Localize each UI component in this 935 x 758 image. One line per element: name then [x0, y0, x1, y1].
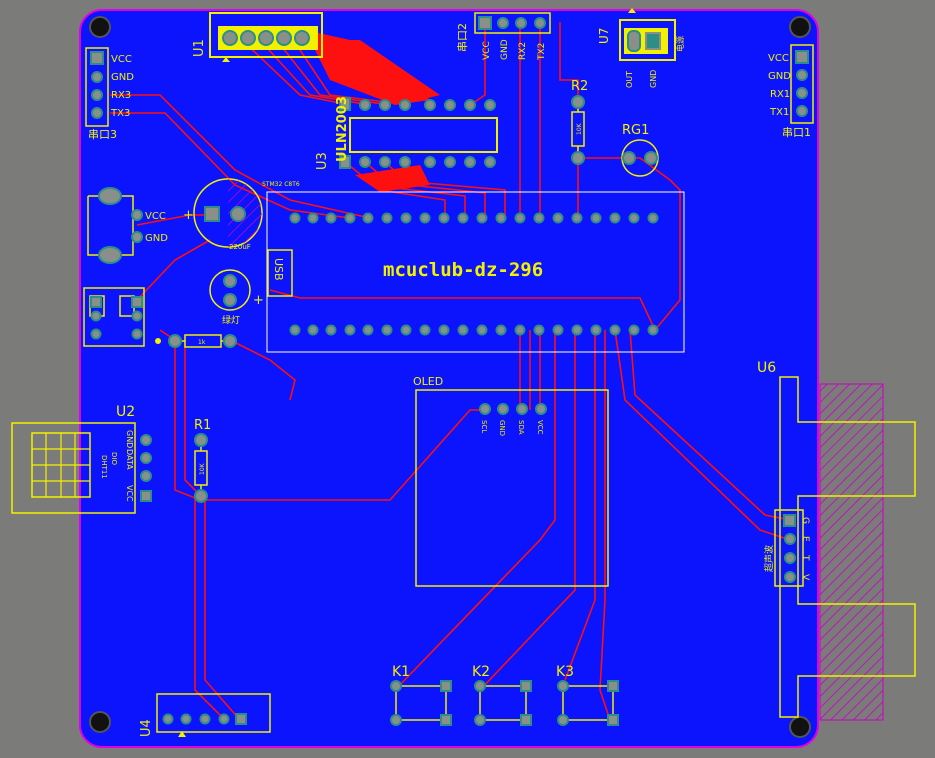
k2-button[interactable]: K2	[472, 664, 532, 726]
power-jack-vcc: VCC	[145, 211, 166, 222]
uart3-pin-3: RX3	[111, 90, 131, 101]
r2-ref: R2	[571, 79, 588, 94]
r1-value: 10K	[199, 462, 206, 475]
u2-pin-dio: DIO	[110, 452, 118, 465]
r2-resistor[interactable]: 10K R2	[571, 79, 588, 165]
uart2-pin-1: VCC	[482, 41, 492, 60]
u6-pin-g: G	[800, 517, 810, 524]
u7-pin-gnd: GND	[649, 70, 658, 88]
led-plus: +	[253, 293, 264, 308]
mcu-silk: STM32 C8T6	[262, 181, 300, 188]
r1-resistor[interactable]: 10K R1	[194, 418, 211, 503]
usb-label: USB	[272, 258, 285, 281]
oled-pin-sda: SDA	[517, 420, 525, 435]
usb-port[interactable]: USB	[267, 249, 293, 297]
uart2-pin-4: TX2	[537, 43, 547, 61]
uart1-pin-3: RX1	[770, 89, 790, 100]
board-title: mcuclub-dz-296	[383, 259, 543, 281]
u7-power-connector[interactable]: U7 电源 OUT GND	[597, 8, 685, 88]
u6-ref: U6	[757, 360, 776, 376]
uart1-pin-2: GND	[768, 71, 791, 82]
u2-module: DHT11	[100, 455, 108, 479]
resistor-1k-value: 1k	[198, 339, 206, 346]
uart2-header[interactable]: VCC GND RX2 TX2 串口2	[456, 12, 551, 61]
k1-ref: K1	[392, 664, 410, 680]
oled-label: OLED	[413, 375, 443, 388]
u2-dht11[interactable]: GND DATA DIO VCC DHT11 U2	[11, 404, 152, 514]
uart3-header[interactable]: VCC GND RX3 TX3 串口3	[85, 47, 134, 141]
capacitor-plus: +	[183, 208, 194, 223]
resistor-1k[interactable]: 1k	[155, 334, 237, 348]
uart3-pin-2: GND	[111, 72, 134, 83]
uart2-pin-2: GND	[500, 39, 510, 60]
uart1-pin-4: TX1	[769, 107, 789, 118]
k1-button[interactable]: K1	[390, 664, 452, 726]
uart1-pin-1: VCC	[768, 53, 789, 64]
r2-value: 10K	[576, 122, 583, 135]
u3-ref: U3	[315, 152, 330, 170]
board-outline	[79, 9, 819, 748]
u1-connector[interactable]: U1	[192, 12, 323, 62]
u1-ref: U1	[192, 39, 207, 57]
uart3-label: 串口3	[88, 128, 117, 141]
mounting-holes	[89, 16, 811, 738]
electrolytic-capacitor[interactable]: + 220uF	[183, 178, 263, 251]
u3-uln2003[interactable]: ULN2003 U3	[315, 96, 498, 170]
rg1-photoresistor[interactable]: RG1	[621, 123, 659, 177]
capacitor-value: 220uF	[229, 243, 251, 251]
led-label: 绿灯	[222, 314, 240, 326]
uart1-header[interactable]: VCC GND RX1 TX1 串口1	[768, 44, 814, 139]
power-switch[interactable]	[83, 287, 145, 347]
power-jack-gnd: GND	[145, 233, 168, 244]
u6-pin-v: V	[800, 574, 810, 581]
uart3-pin-1: VCC	[111, 54, 132, 65]
u2-pin-vcc: VCC	[125, 485, 134, 502]
uart2-label: 串口2	[456, 23, 469, 52]
k3-ref: K3	[556, 664, 574, 680]
oled-pin-gnd: GND	[498, 420, 506, 436]
k2-ref: K2	[472, 664, 490, 680]
oled-pin-vcc: VCC	[536, 420, 544, 435]
u4-connector[interactable]: U4	[139, 693, 271, 737]
power-jack[interactable]: VCC GND	[87, 187, 168, 264]
uart1-label: 串口1	[782, 126, 811, 139]
u6-pin-t: T	[800, 554, 810, 561]
uart2-pin-3: RX2	[518, 42, 528, 60]
u7-ref: U7	[597, 28, 611, 44]
u7-pin-out: OUT	[625, 71, 634, 88]
mcu-module[interactable]: STM32 C8T6 mcuclub-dz-296	[262, 181, 685, 353]
uart3-pin-4: TX3	[110, 108, 130, 119]
u6-ultrasonic[interactable]: G E T V 超声波 U6	[757, 360, 916, 721]
rg1-ref: RG1	[622, 123, 649, 138]
u6-label: 超声波	[763, 545, 775, 572]
u3-part: ULN2003	[335, 96, 350, 162]
u7-label: 电源	[675, 36, 685, 52]
u4-ref: U4	[139, 719, 154, 737]
u6-pin-e: E	[800, 536, 810, 542]
r1-ref: R1	[194, 418, 211, 433]
oled-pin-scl: SCL	[480, 420, 488, 433]
u2-pin-data: DATA	[125, 449, 134, 470]
oled-display[interactable]: SCL GND SDA VCC OLED	[413, 375, 609, 587]
u2-ref: U2	[116, 404, 135, 420]
k3-button[interactable]: K3	[556, 664, 619, 726]
green-led[interactable]: + 绿灯	[209, 269, 264, 326]
u2-pin-gnd: GND	[125, 430, 134, 448]
